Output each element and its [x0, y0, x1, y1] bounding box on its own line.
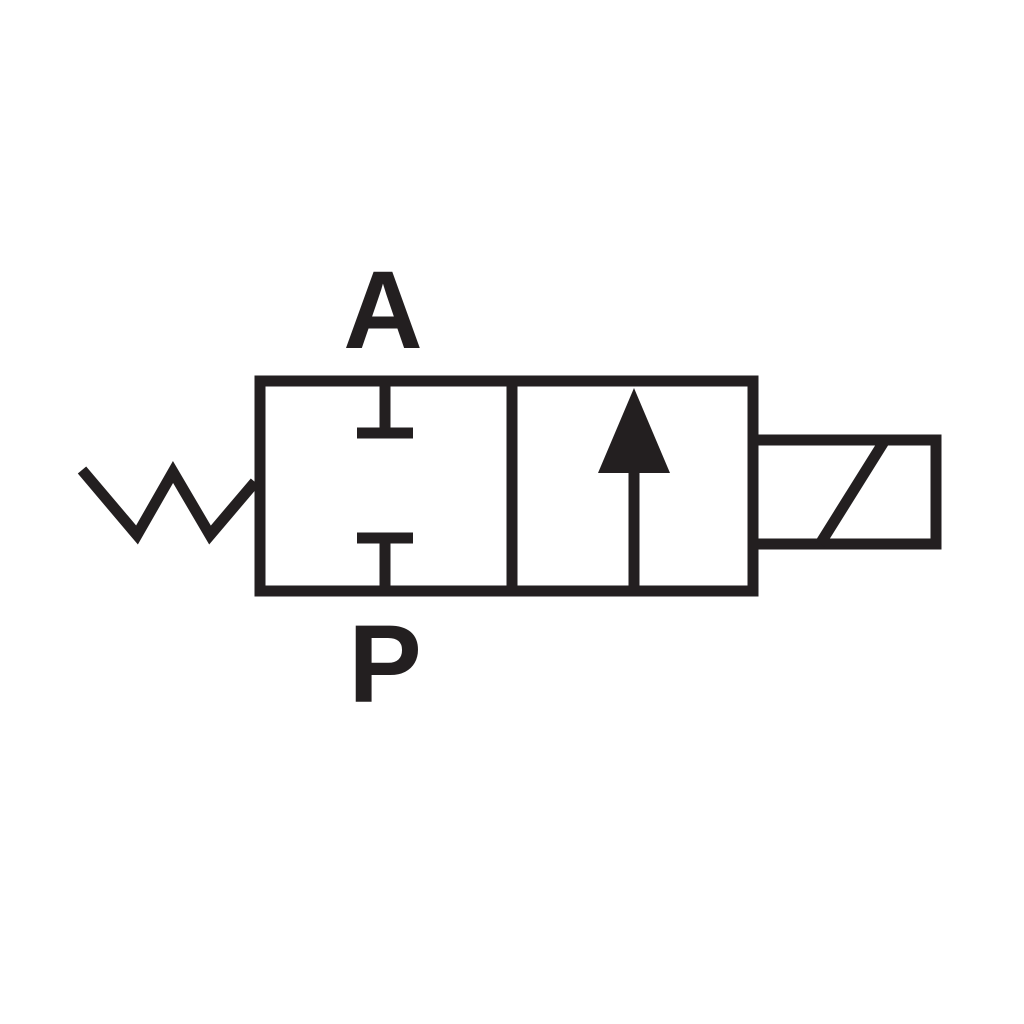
port-label-p: P [348, 603, 421, 726]
flow-arrow-head-icon [598, 388, 670, 473]
spring-icon [77, 461, 260, 545]
solenoid-diagonal [815, 437, 890, 547]
solenoid-icon [747, 434, 942, 550]
port-label-a: A [343, 249, 422, 372]
